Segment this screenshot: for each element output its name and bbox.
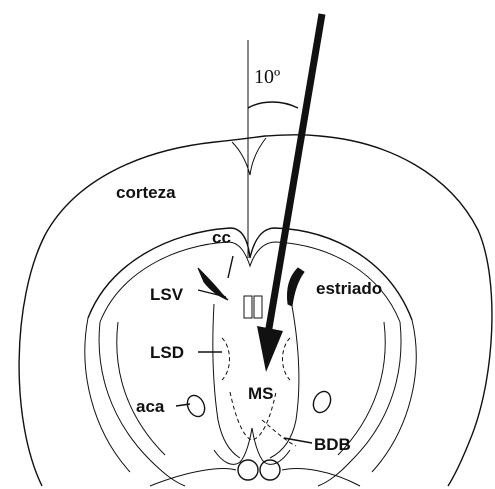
label-lsv: LSV <box>150 285 184 304</box>
left-ventricle <box>198 268 228 300</box>
septal-dashed-lower <box>262 420 296 446</box>
aca-right <box>310 389 334 416</box>
injection-pipette-tip <box>257 326 283 372</box>
ventral-circle-left <box>238 460 258 480</box>
septum-right-outline <box>270 306 299 458</box>
cc-leader <box>228 256 233 278</box>
right-cortex-inner-c <box>372 320 416 472</box>
lsd-dashed-region-left <box>222 338 230 380</box>
midline-structure-right <box>254 296 262 318</box>
right-ventricle <box>287 268 304 306</box>
left-cortex-inner-b <box>117 322 165 455</box>
midline-structure-left <box>244 296 252 318</box>
label-aca: aca <box>136 397 165 416</box>
brain-outline <box>19 135 492 486</box>
label-cc: cc <box>212 228 231 247</box>
label-ms: MS <box>248 384 274 403</box>
midline-notch <box>232 138 266 175</box>
septum-bottom <box>214 428 290 464</box>
ventral-circle-right <box>260 460 280 480</box>
label-bdb: BDB <box>314 435 351 454</box>
label-lsd: LSD <box>150 343 184 362</box>
left-cortex-inner-c <box>85 318 130 472</box>
lsd-dashed-region-right <box>283 338 291 380</box>
angle-label: 10º <box>254 66 280 88</box>
label-estriado: estriado <box>316 279 382 298</box>
angle-arc <box>248 102 298 108</box>
septum-left-outline <box>213 304 240 458</box>
aca-left <box>184 393 208 420</box>
label-corteza: corteza <box>116 183 176 202</box>
